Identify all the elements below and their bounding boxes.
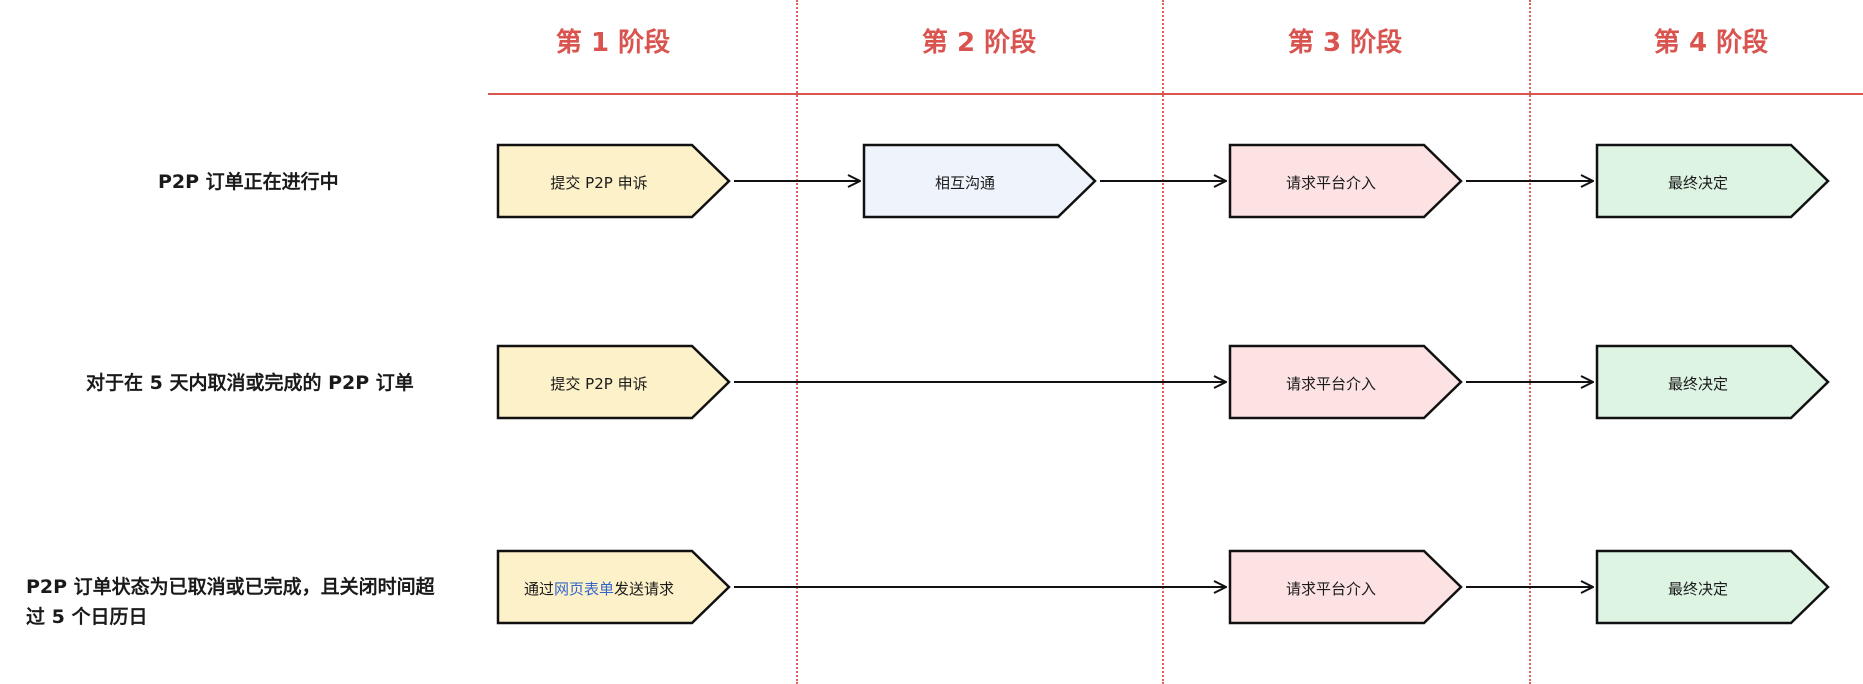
- web-form-link[interactable]: 网页表单: [553, 579, 614, 598]
- step-label-final-decision: 最终决定: [1667, 374, 1728, 393]
- step-label-final-decision: 最终决定: [1667, 173, 1728, 192]
- stage-divider-3: [1529, 0, 1531, 684]
- stage-header-4: 第 4 阶段: [1653, 28, 1769, 58]
- step-box-final-decision: [1595, 143, 1830, 219]
- stage-divider-2: [1162, 0, 1164, 684]
- step-box-final-decision: [1595, 549, 1830, 625]
- step-box-request-platform: [1228, 143, 1463, 219]
- stage-header-2: 第 2 阶段: [921, 28, 1037, 58]
- stage-header-1: 第 1 阶段: [555, 28, 671, 58]
- step-label-request-platform: 请求平台介入: [1285, 579, 1376, 598]
- step-label-submit-appeal: 提交 P2P 申诉: [550, 374, 648, 393]
- stage-divider-1: [796, 0, 798, 684]
- step-label-submit-appeal: 提交 P2P 申诉: [550, 173, 648, 192]
- row-label-ongoing: P2P 订单正在进行中: [158, 171, 339, 193]
- step-label-mutual-communication: 相互沟通: [934, 173, 995, 192]
- step-box-request-platform: [1228, 549, 1463, 625]
- step-label-final-decision: 最终决定: [1667, 579, 1728, 598]
- step-box-final-decision: [1595, 344, 1830, 420]
- header-divider: [488, 93, 1863, 95]
- step-box-submit-appeal: [496, 143, 731, 219]
- step-label-request-platform: 请求平台介入: [1285, 374, 1376, 393]
- row-label-line-1: P2P 订单状态为已取消或已完成，且关闭时间超: [26, 576, 435, 598]
- row-label-line-2: 过 5 个日历日: [26, 606, 148, 628]
- step-box-request-platform: [1228, 344, 1463, 420]
- web-form-suffix: 发送请求: [614, 579, 675, 598]
- step-label-request-platform: 请求平台介入: [1285, 173, 1376, 192]
- row-label-over-5-days: P2P 订单状态为已取消或已完成，且关闭时间超 过 5 个日历日: [26, 572, 435, 632]
- step-box-submit-appeal: [496, 344, 731, 420]
- step-box-mutual-communication: [862, 143, 1097, 219]
- step-box-web-form-request: [496, 549, 731, 625]
- web-form-prefix: 通过: [523, 579, 554, 598]
- stage-header-3: 第 3 阶段: [1287, 28, 1403, 58]
- step-label-web-form-request: 通过网页表单发送请求: [498, 551, 700, 625]
- row-label-within-5-days: 对于在 5 天内取消或完成的 P2P 订单: [86, 372, 414, 394]
